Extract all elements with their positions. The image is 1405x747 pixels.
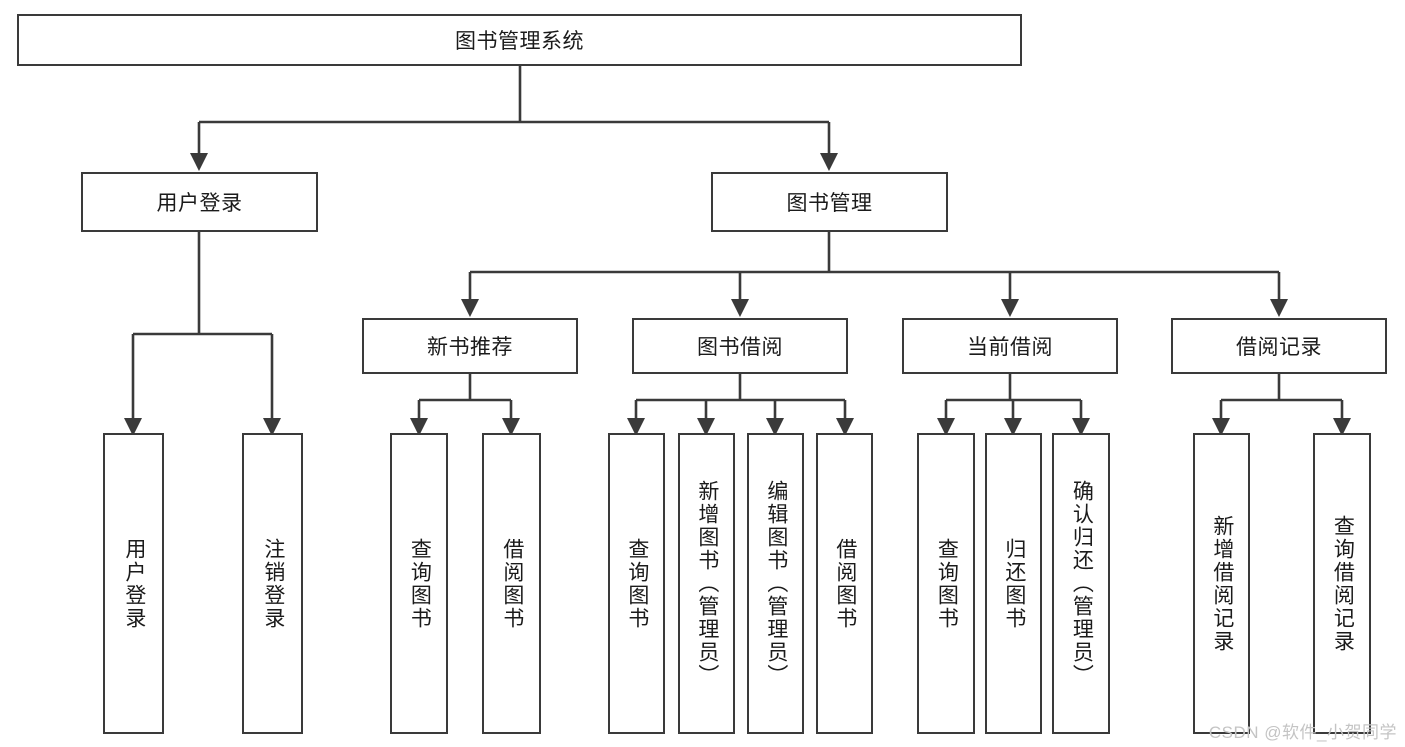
leaf-user-login[interactable]: 用户登录 <box>103 433 164 734</box>
leaf-query-borrow-record-label: 查询借阅记录 <box>1331 514 1355 653</box>
node-book-management-label: 图书管理 <box>786 192 873 215</box>
leaf-add-borrow-record-label: 新增借阅记录 <box>1210 514 1234 653</box>
leaf-confirm-return-admin[interactable]: 确认归还（管理员） <box>1052 433 1110 734</box>
leaf-add-book-admin[interactable]: 新增图书（管理员） <box>678 433 735 734</box>
leaf-user-login-label: 用户登录 <box>122 537 146 630</box>
node-book-borrow-label: 图书借阅 <box>697 336 783 359</box>
leaf-edit-book-admin[interactable]: 编辑图书（管理员） <box>747 433 804 734</box>
leaf-borrow-book[interactable]: 借阅图书 <box>816 433 873 734</box>
node-book-borrow[interactable]: 图书借阅 <box>632 318 848 374</box>
node-root-label: 图书管理系统 <box>455 30 584 53</box>
leaf-query-book-recommend[interactable]: 查询图书 <box>390 433 448 734</box>
node-book-management[interactable]: 图书管理 <box>711 172 948 232</box>
node-user-login[interactable]: 用户登录 <box>81 172 318 232</box>
leaf-query-book-recommend-label: 查询图书 <box>408 537 432 630</box>
node-borrow-record-label: 借阅记录 <box>1236 336 1322 359</box>
node-root[interactable]: 图书管理系统 <box>17 14 1022 66</box>
node-current-borrow-label: 当前借阅 <box>967 336 1053 359</box>
node-user-login-label: 用户登录 <box>156 192 243 215</box>
leaf-query-book-borrow[interactable]: 查询图书 <box>608 433 665 734</box>
leaf-confirm-return-admin-label: 确认归还（管理员） <box>1070 480 1094 687</box>
leaf-query-book-current[interactable]: 查询图书 <box>917 433 975 734</box>
node-borrow-record[interactable]: 借阅记录 <box>1171 318 1387 374</box>
leaf-query-book-borrow-label: 查询图书 <box>625 537 649 630</box>
leaf-add-book-admin-label: 新增图书（管理员） <box>695 480 719 687</box>
leaf-logout[interactable]: 注销登录 <box>242 433 303 734</box>
leaf-edit-book-admin-label: 编辑图书（管理员） <box>764 480 788 687</box>
leaf-query-borrow-record[interactable]: 查询借阅记录 <box>1313 433 1371 734</box>
leaf-logout-label: 注销登录 <box>261 537 285 630</box>
node-new-book-recommend-label: 新书推荐 <box>427 336 513 359</box>
node-new-book-recommend[interactable]: 新书推荐 <box>362 318 578 374</box>
leaf-borrow-book-recommend-label: 借阅图书 <box>500 537 524 630</box>
leaf-borrow-book-label: 借阅图书 <box>833 537 857 630</box>
node-current-borrow[interactable]: 当前借阅 <box>902 318 1118 374</box>
leaf-query-book-current-label: 查询图书 <box>935 537 959 630</box>
leaf-return-book[interactable]: 归还图书 <box>985 433 1042 734</box>
leaf-return-book-label: 归还图书 <box>1002 537 1026 630</box>
leaf-borrow-book-recommend[interactable]: 借阅图书 <box>482 433 541 734</box>
leaf-add-borrow-record[interactable]: 新增借阅记录 <box>1193 433 1250 734</box>
